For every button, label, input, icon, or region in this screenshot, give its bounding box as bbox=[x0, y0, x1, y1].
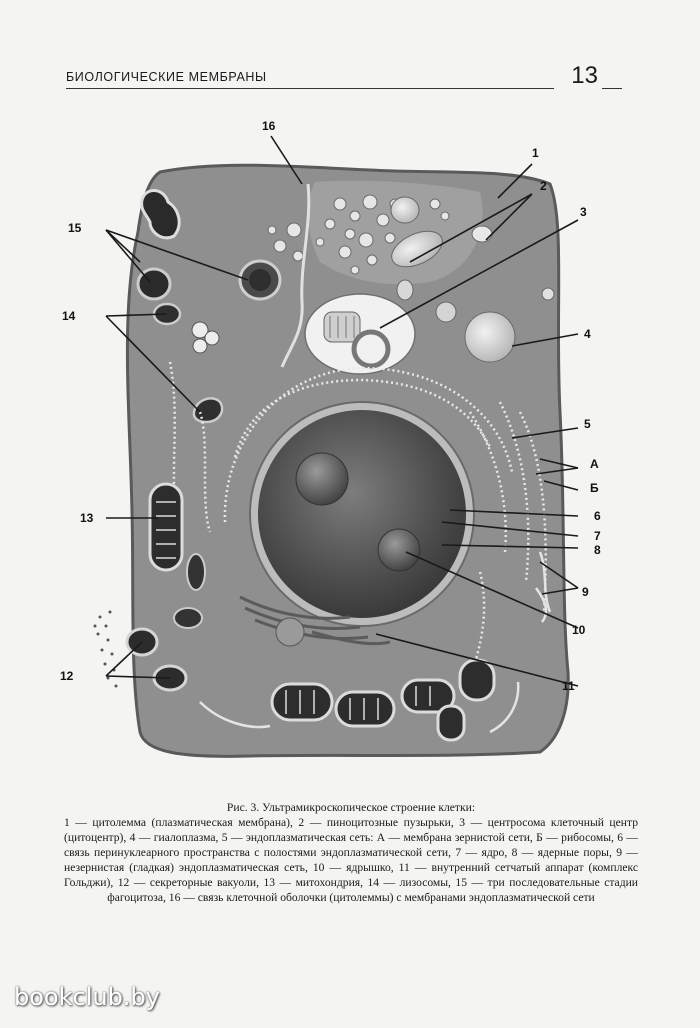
label-8: 8 bbox=[594, 543, 601, 557]
nucleolus bbox=[377, 528, 421, 572]
label-16: 16 bbox=[262, 119, 276, 133]
centrosome bbox=[304, 293, 416, 375]
header-rule bbox=[66, 88, 554, 89]
label-1: 1 bbox=[532, 146, 539, 160]
label-10: 10 bbox=[572, 623, 586, 637]
nucleolus-1 bbox=[295, 452, 349, 506]
label-13: 13 bbox=[80, 511, 94, 525]
label-A: А bbox=[590, 457, 599, 471]
label-6: 6 bbox=[594, 509, 601, 523]
page-number: 13 bbox=[571, 62, 598, 89]
figure-caption: Рис. 3. Ультрамикроскопическое строение … bbox=[64, 800, 638, 905]
label-7: 7 bbox=[594, 529, 601, 543]
hyaloplasm-vacuole bbox=[464, 311, 516, 363]
label-11: 11 bbox=[562, 679, 575, 693]
secreted-granules bbox=[93, 610, 118, 688]
cell-illustration: 1 2 3 4 5 А Б 6 7 8 9 10 11 12 13 14 15 … bbox=[50, 112, 650, 782]
label-14: 14 bbox=[62, 309, 76, 323]
label-5: 5 bbox=[584, 417, 591, 431]
mitochondria bbox=[148, 482, 496, 742]
phagocytosis-stages bbox=[136, 189, 282, 301]
lysosome-cluster bbox=[191, 321, 220, 354]
label-4: 4 bbox=[584, 327, 591, 341]
header-dash bbox=[602, 88, 622, 89]
watermark: bookclub.by bbox=[14, 983, 160, 1011]
label-B: Б bbox=[590, 481, 599, 495]
caption-title: Рис. 3. Ультрамикроскопическое строение … bbox=[226, 801, 476, 814]
nucleus bbox=[258, 410, 466, 618]
cell-diagram: 1 2 3 4 5 А Б 6 7 8 9 10 11 12 13 14 15 … bbox=[60, 119, 601, 758]
label-12: 12 bbox=[60, 669, 74, 683]
running-header: БИОЛОГИЧЕСКИЕ МЕМБРАНЫ 13 bbox=[66, 62, 622, 94]
pinocytosis-region bbox=[308, 180, 483, 285]
section-title: БИОЛОГИЧЕСКИЕ МЕМБРАНЫ bbox=[66, 70, 267, 84]
label-15: 15 bbox=[68, 221, 82, 235]
smooth-er bbox=[199, 551, 552, 734]
caption-body: 1 — цитолемма (плазматическая мембрана),… bbox=[64, 816, 638, 904]
label-3: 3 bbox=[580, 205, 587, 219]
label-9: 9 bbox=[582, 585, 589, 599]
leader-lines bbox=[105, 135, 579, 687]
label-2: 2 bbox=[540, 179, 547, 193]
